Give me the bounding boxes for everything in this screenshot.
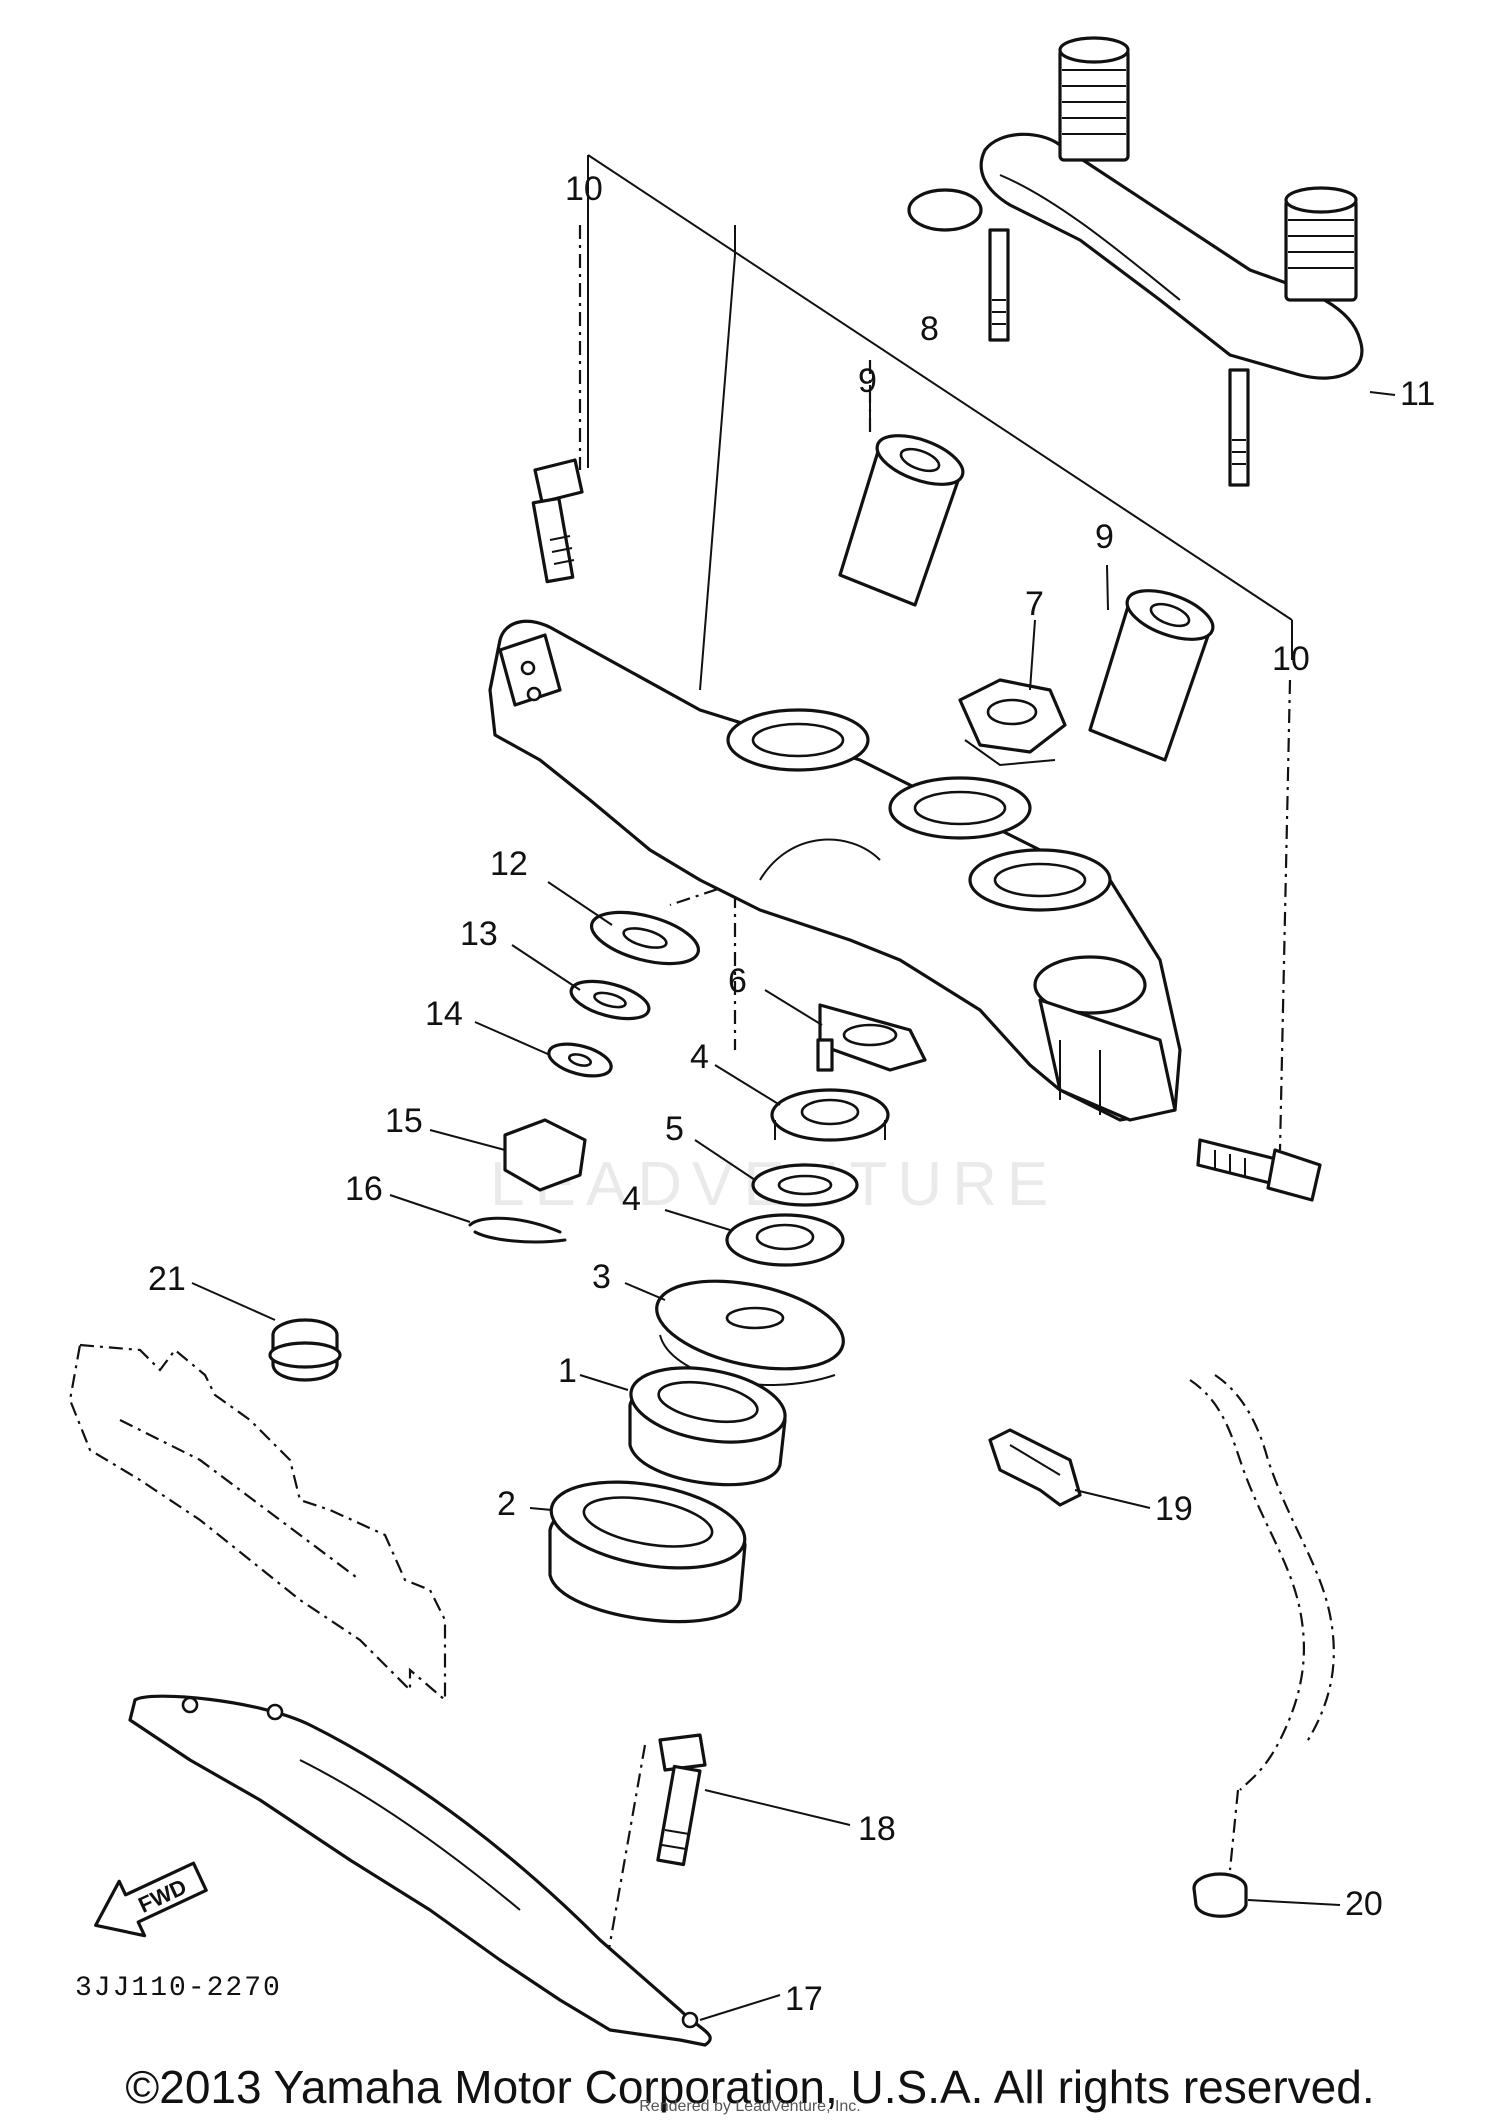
part-11-handlebar-holder [907, 36, 1364, 487]
callout-12: 12 [490, 845, 528, 883]
part-4-ring-nut-upper [770, 1088, 890, 1142]
callout-13: 13 [460, 915, 498, 953]
callout-6: 6 [728, 962, 747, 1000]
callouts: 10 8 9 9 10 11 7 12 13 14 6 4 5 15 16 4 … [148, 170, 1435, 2018]
part-17-guard [128, 1694, 712, 2047]
part-6-lock-washer [816, 1003, 927, 1072]
callout-8: 8 [920, 310, 939, 348]
part-20-grommet [1192, 1872, 1248, 1918]
part-18-bolt [656, 1733, 707, 1867]
callout-2: 2 [497, 1485, 516, 1523]
part-2-bearing-race [548, 1480, 747, 1624]
part-7-nut [958, 678, 1067, 767]
part-15-nut [503, 1118, 587, 1192]
callout-4-upper: 4 [690, 1038, 709, 1076]
side-cover [68, 1343, 447, 1703]
callout-18: 18 [858, 1810, 896, 1848]
callout-17: 17 [785, 1980, 823, 2018]
callout-7: 7 [1025, 585, 1044, 623]
part-13-washer [569, 979, 651, 1021]
part-3-bearing-cover [655, 1279, 845, 1386]
render-credit: Rendered by LeadVenture, Inc. [639, 2098, 861, 2115]
part-1-bearing [628, 1366, 787, 1487]
hose [1189, 1374, 1335, 1791]
callout-1: 1 [558, 1352, 577, 1390]
fwd-arrow-icon: FWD [94, 1861, 208, 1938]
diagram-code: 3JJ110-2270 [75, 1973, 282, 2004]
callout-10-top: 10 [565, 170, 603, 208]
callout-15: 15 [385, 1102, 423, 1140]
part-9-damper-a [838, 434, 965, 607]
part-12-washer [589, 910, 701, 966]
part-14-washer [547, 1042, 613, 1078]
callout-3: 3 [592, 1258, 611, 1296]
part-19-clip [988, 1428, 1082, 1507]
part-9-damper-b [1088, 589, 1215, 762]
leader-lines [191, 205, 1396, 2021]
assembly-lines [578, 154, 1293, 2001]
callout-10-right: 10 [1272, 640, 1310, 678]
callout-19: 19 [1155, 1490, 1193, 1528]
callout-5: 5 [665, 1110, 684, 1148]
callout-9-left: 9 [858, 362, 877, 400]
part-10-bolt-lower [1196, 1138, 1322, 1202]
part-4-ring-nut-lower [725, 1213, 845, 1267]
part-10-bolt-upper [531, 458, 584, 584]
upper-bracket [488, 619, 1182, 1122]
callout-21: 21 [148, 1260, 186, 1298]
callout-20: 20 [1345, 1885, 1383, 1923]
copyright-notice: ©2013 Yamaha Motor Corporation, U.S.A. A… [125, 2061, 1375, 2113]
part-16-cotter-pin [468, 1216, 567, 1244]
callout-16: 16 [345, 1170, 383, 1208]
callout-14: 14 [425, 995, 463, 1033]
callout-9-right: 9 [1095, 518, 1114, 556]
part-5-washer [751, 1163, 859, 1207]
callout-11: 11 [1400, 375, 1435, 413]
part-21-grommet [268, 1318, 342, 1382]
callout-4-lower: 4 [622, 1180, 641, 1218]
